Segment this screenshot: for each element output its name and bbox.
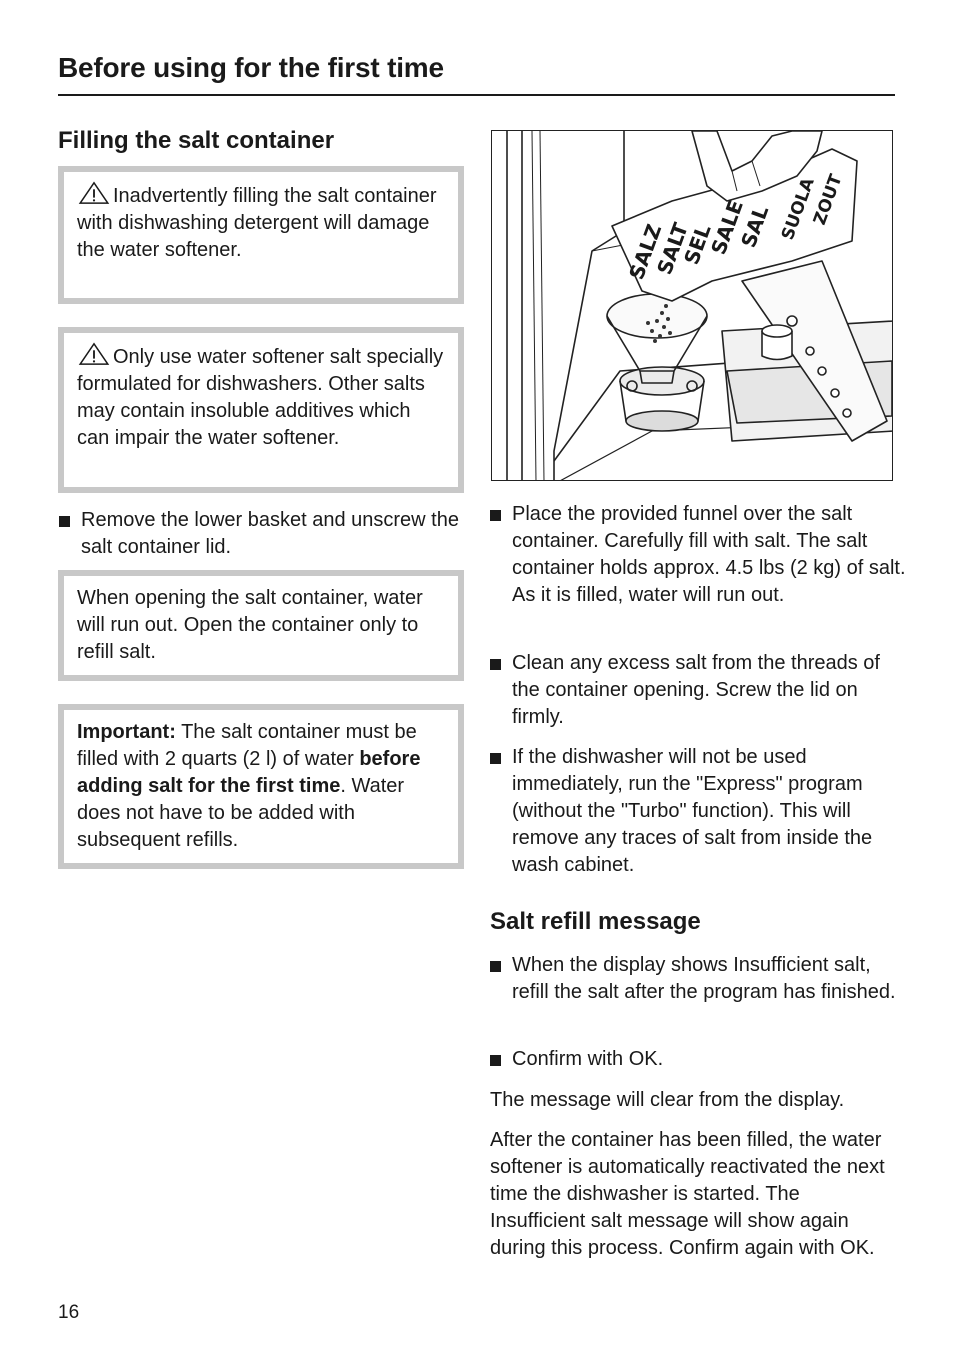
important-text: The salt container must be filled with 2… <box>77 721 417 770</box>
warning-box-detergent: Inadvertently filling the salt container… <box>58 166 464 304</box>
bullet-square-icon <box>59 516 70 527</box>
important-label: Important: <box>77 721 176 743</box>
paragraph-message-clear: The message will clear from the display. <box>490 1089 845 1111</box>
list-item-text: Confirm with OK. <box>512 1048 664 1070</box>
warning-text-salt-type: Only use water softener salt specially f… <box>77 346 444 449</box>
warning-text-detergent: Inadvertently filling the salt container… <box>77 185 437 261</box>
list-item-text: If the dishwasher will not be used immed… <box>512 746 873 876</box>
bullet-square-icon <box>490 753 501 764</box>
list-item: When the display shows Insufficient salt… <box>490 952 912 1006</box>
list-item-text: Remove the lower basket and unscrew the … <box>81 509 459 558</box>
illustration-filling-salt: SALZ SALT SEL SALE SAL SUOLA ZOUT <box>491 130 893 481</box>
list-item: Clean any excess salt from the threads o… <box>490 650 912 731</box>
list-item-text: Clean any excess salt from the threads o… <box>512 652 880 728</box>
page-title: Before using for the first time <box>58 52 895 96</box>
paragraph-reactivation: After the container has been filled, the… <box>490 1129 885 1259</box>
warning-triangle-icon <box>78 342 110 365</box>
important-bold-text: before adding salt for the first time <box>77 748 421 797</box>
important-box: Important: The salt container must be fi… <box>58 704 464 869</box>
list-item: Confirm with OK. <box>490 1046 912 1073</box>
note-box-opening: When opening the salt container, water w… <box>58 570 464 681</box>
section-heading-filling: Filling the salt container <box>58 127 335 154</box>
bullet-square-icon <box>490 1055 501 1066</box>
list-item: If the dishwasher will not be used immed… <box>490 744 912 879</box>
warning-box-salt-type: Only use water softener salt specially f… <box>58 327 464 493</box>
warning-triangle-icon <box>78 181 110 204</box>
note-text: When opening the salt container, water w… <box>77 587 423 663</box>
page-number: 16 <box>58 1302 80 1323</box>
list-item-text: Place the provided funnel over the salt … <box>512 503 906 606</box>
list-item: Place the provided funnel over the salt … <box>490 501 912 609</box>
important-text-end: . Water does not have to be added with s… <box>77 775 405 851</box>
list-item: Remove the lower basket and unscrew the … <box>59 507 461 561</box>
bullet-square-icon <box>490 659 501 670</box>
salt-filling-illustration: SALZ SALT SEL SALE SAL SUOLA ZOUT <box>506 131 892 480</box>
list-item-text: When the display shows Insufficient salt… <box>512 954 896 1003</box>
section-heading-refill: Salt refill message <box>490 908 701 935</box>
bullet-square-icon <box>490 961 501 972</box>
bullet-square-icon <box>490 510 501 521</box>
